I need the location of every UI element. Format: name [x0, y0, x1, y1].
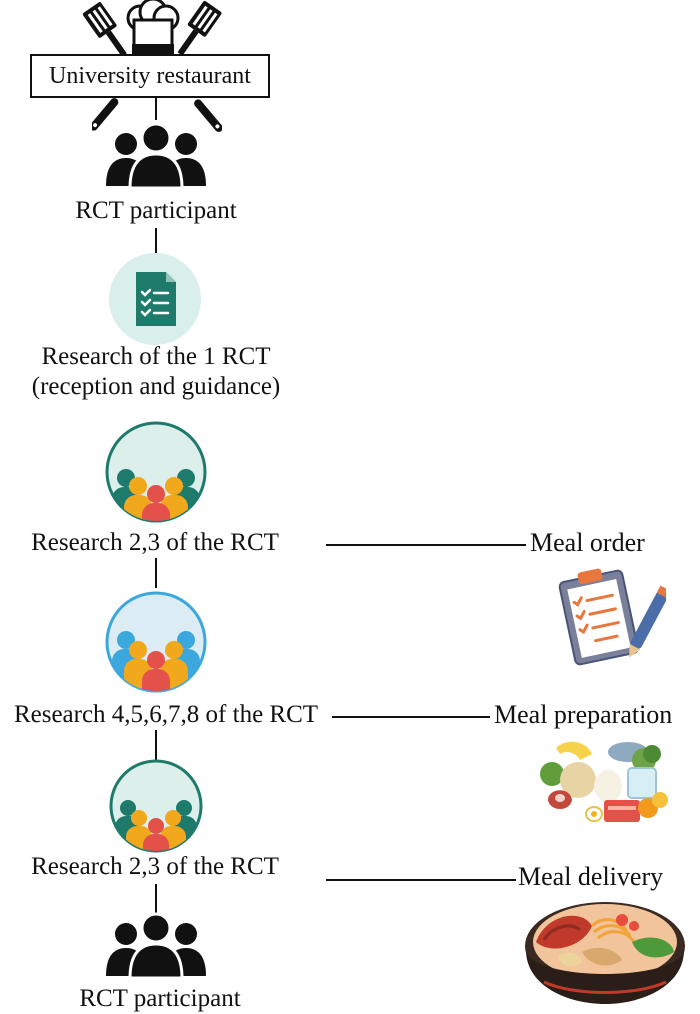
participants-group-icon: [104, 910, 208, 982]
participants-group-icon: [104, 118, 208, 190]
research-1-line1: Research of the 1 RCT: [41, 343, 271, 370]
research-1-line2: (reception and guidance): [31, 373, 281, 400]
connector-line: [155, 884, 157, 914]
rct-participant-label-top: RCT participant: [75, 197, 237, 224]
connector-line: [326, 544, 526, 546]
document-checklist-icon: [108, 252, 202, 346]
meal-order-label: Meal order: [530, 528, 645, 557]
connector-line: [155, 730, 157, 760]
clipboard-checklist-icon: [556, 562, 666, 666]
meal-delivery-label: Meal delivery: [518, 862, 664, 891]
research-4-label: Research 2,3 of the RCT: [31, 853, 279, 880]
rct-participant-label-bottom: RCT participant: [79, 985, 241, 1012]
connector-line: [326, 879, 516, 881]
team-group-icon: [104, 590, 208, 694]
food-bowl-icon: [522, 896, 688, 1006]
team-group-icon: [108, 758, 204, 854]
research-3-label: Research 4,5,6,7,8 of the RCT: [13, 701, 319, 728]
chef-hat-utensils-icon: [78, 0, 228, 60]
team-group-icon: [104, 420, 208, 524]
research-2-label: Research 2,3 of the RCT: [31, 529, 279, 556]
university-restaurant-box: University restaurant: [30, 54, 270, 98]
connector-line: [155, 228, 157, 254]
meal-preparation-label: Meal preparation: [494, 700, 673, 729]
connector-line: [332, 716, 490, 718]
utensil-handles-icon: [92, 98, 222, 148]
food-ingredients-icon: [536, 734, 672, 826]
connector-line: [155, 558, 157, 588]
